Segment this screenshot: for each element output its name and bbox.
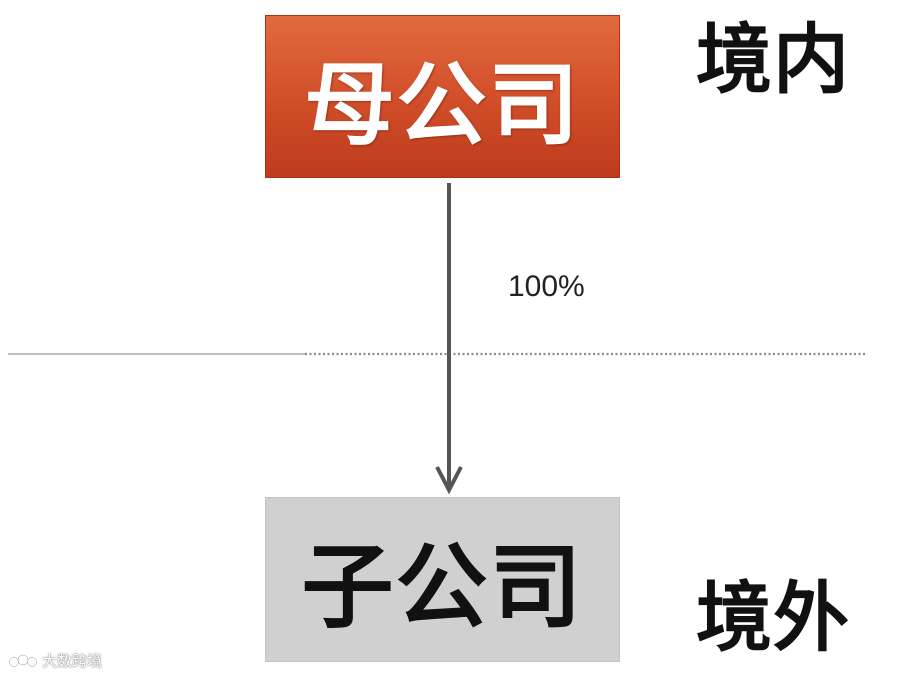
region-overseas-label: 境外 — [696, 573, 850, 662]
subsidiary-company-label: 子公司 — [301, 533, 584, 641]
region-domestic-label: 境内 — [696, 15, 850, 104]
watermark-text: 大数跨境 — [42, 651, 103, 670]
subsidiary-company-box: 子公司 — [265, 497, 620, 662]
watermark: 大数跨境 — [8, 650, 102, 672]
parent-company-box: 母公司 — [265, 15, 620, 178]
watermark-logo-icon — [8, 654, 38, 668]
ownership-percentage-label: 100% — [508, 270, 585, 303]
parent-company-label: 母公司 — [304, 51, 581, 158]
ownership-arrow-head — [435, 466, 463, 495]
